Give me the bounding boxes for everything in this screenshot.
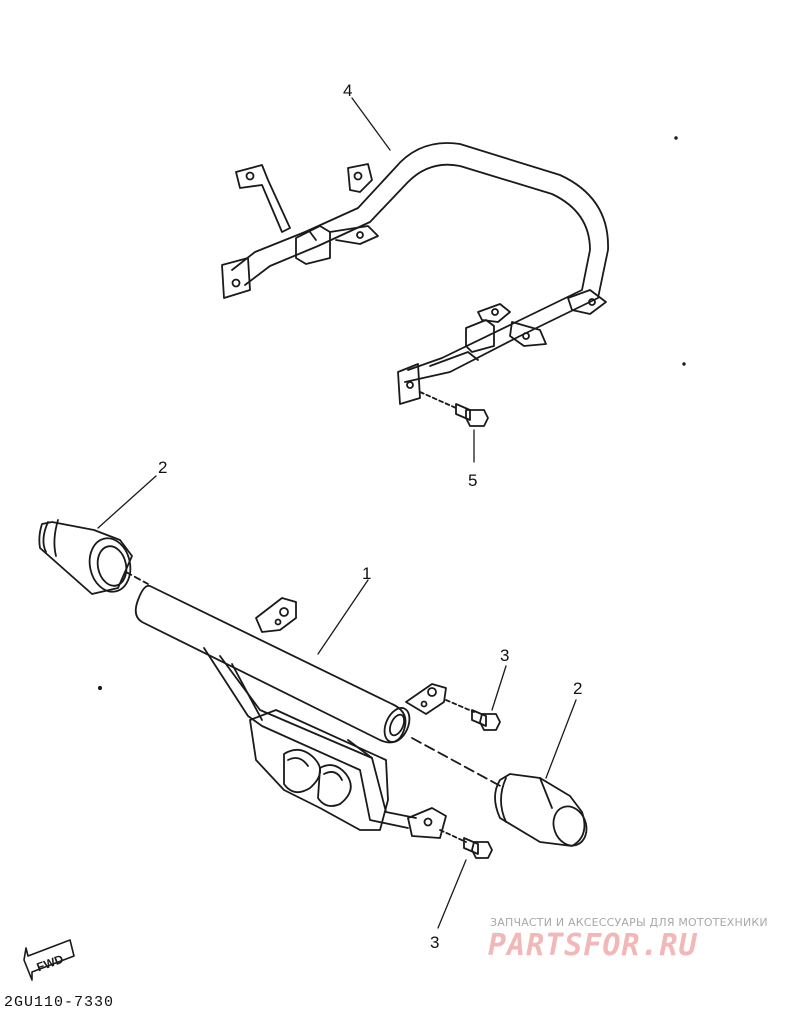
front-bumper-part <box>134 584 447 839</box>
rear-carrier-part <box>221 142 609 405</box>
fwd-arrow-icon: FWD <box>23 939 75 981</box>
bolt-part-3-lower <box>439 829 493 859</box>
callout-part-2-left: 2 <box>158 458 168 477</box>
leader-lines <box>97 97 577 929</box>
end-cap-part-2-right <box>411 737 588 847</box>
callout-part-4: 4 <box>343 81 353 100</box>
fwd-label: FWD <box>35 952 66 975</box>
callout-part-3-lower: 3 <box>430 933 440 952</box>
callout-part-1: 1 <box>362 564 372 583</box>
watermark-subtitle: ЗАПЧАСТИ И АКСЕССУАРЫ ДЛЯ МОТОТЕХНИКИ <box>490 916 768 929</box>
bolt-part-5 <box>419 391 489 427</box>
callout-part-2-right: 2 <box>573 679 583 698</box>
watermark-brand-logo: PARTSFOR.RU <box>488 928 698 963</box>
bolt-part-3-upper <box>445 699 501 731</box>
callout-part-5: 5 <box>468 471 478 490</box>
diagram-code: 2GU110-7330 <box>4 994 115 1011</box>
end-cap-part-2-left <box>38 519 149 595</box>
callout-part-3-upper: 3 <box>500 646 510 665</box>
